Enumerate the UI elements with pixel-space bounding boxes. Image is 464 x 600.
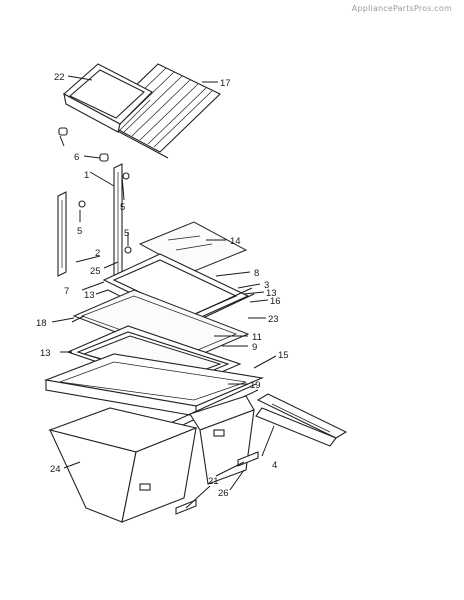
callout-21: 21 xyxy=(208,476,219,487)
callout-24: 24 xyxy=(50,464,61,475)
callout-15: 15 xyxy=(278,350,289,361)
callout-22: 22 xyxy=(54,72,65,83)
callout-13-lower: 13 xyxy=(40,348,51,359)
crisper-cover xyxy=(43,353,264,443)
callout-23: 23 xyxy=(268,314,279,325)
callout-11: 11 xyxy=(252,332,262,343)
callout-13-upper: 13 xyxy=(84,290,95,301)
wire-shelf xyxy=(99,63,221,159)
callout-18: 18 xyxy=(36,318,47,329)
callout-13-right: 13 xyxy=(266,288,277,299)
callout-5-left: 5 xyxy=(77,226,82,237)
drawer-rail xyxy=(255,393,348,447)
shelf-ladders xyxy=(57,163,132,283)
callout-25: 25 xyxy=(90,266,101,277)
callout-19: 19 xyxy=(250,380,261,391)
callout-7: 7 xyxy=(64,286,69,297)
callout-1: 1 xyxy=(84,170,89,181)
callout-9: 9 xyxy=(252,342,257,353)
callout-3: 3 xyxy=(264,280,269,291)
callout-17: 17 xyxy=(220,78,231,89)
callout-2: 2 xyxy=(95,248,100,259)
crisper-drawers xyxy=(48,395,255,523)
callout-14: 14 xyxy=(230,236,241,247)
callout-8: 8 xyxy=(254,268,259,279)
callout-6: 6 xyxy=(74,152,79,163)
callout-5-center: 5 xyxy=(124,228,129,239)
callout-4: 4 xyxy=(272,460,277,471)
callout-26: 26 xyxy=(218,488,229,499)
shelf-support-pegs xyxy=(58,127,109,162)
callout-5-upper: 5 xyxy=(120,202,125,213)
callout-labels: 22 17 6 1 5 5 5 2 14 25 8 7 3 13 13 16 1… xyxy=(36,72,289,499)
watermark: AppliancePartsPros.com xyxy=(351,4,452,13)
callout-16: 16 xyxy=(270,296,281,307)
leader-lines xyxy=(51,75,277,509)
